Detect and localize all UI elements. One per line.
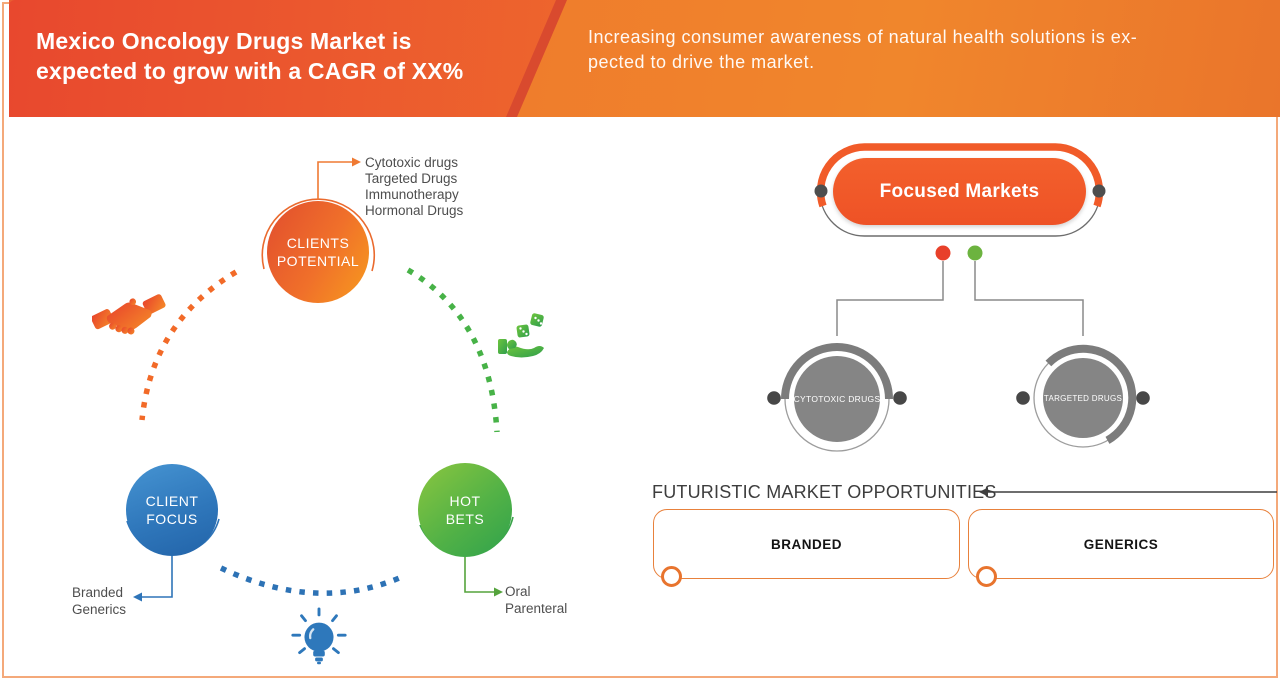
drug-list-item: Hormonal Drugs <box>365 203 464 218</box>
page-title-line2: expected to grow with a CAGR of XX% <box>36 58 464 84</box>
targeted-node-ring <box>1016 344 1150 448</box>
tree-connectors <box>836 245 1084 336</box>
drug-list-item: Cytotoxic drugs <box>365 155 459 170</box>
dotted-arc-blue <box>219 565 406 596</box>
cytotoxic-node-ring <box>767 343 907 452</box>
handshake-icon <box>92 294 166 335</box>
circle-client-focus: CLIENT FOCUS <box>126 464 218 556</box>
drug-list-item: Immunotherapy <box>365 187 459 202</box>
circle-clients-potential-label: CLIENTS POTENTIAL <box>276 235 360 269</box>
drug-list-item: Targeted Drugs <box>365 171 458 186</box>
connector-hot-bets <box>464 557 503 597</box>
hot-bets-callout-line1: Oral <box>505 584 531 599</box>
opportunity-box-generics-label: GENERICS <box>1083 536 1159 552</box>
hand-with-dice-icon <box>498 313 544 358</box>
page-title-line1: Mexico Oncology Drugs Market is <box>36 28 412 54</box>
node-cytotoxic-drugs-label: CYTOTOXIC DRUGS <box>793 394 881 404</box>
header-subtitle-line2: pected to drive the market. <box>588 52 815 72</box>
futuristic-opportunities-heading: FUTURISTIC MARKET OPPORTUNITIES <box>652 482 997 502</box>
header-subtitle: Increasing consumer awareness of natural… <box>588 25 1137 75</box>
red-branch-dot <box>935 245 951 261</box>
focused-markets-ring <box>814 143 1106 237</box>
header-banner: Mexico Oncology Drugs Market is expected… <box>9 0 1280 117</box>
header-left-panel <box>9 0 556 117</box>
circle-clients-potential: CLIENTS POTENTIAL <box>267 201 369 303</box>
connector-client-focus <box>133 556 173 602</box>
client-focus-callout-line2: Generics <box>72 602 127 617</box>
opportunity-box-branded-label: BRANDED <box>771 536 842 552</box>
dotted-arc-green <box>406 267 500 433</box>
hot-bets-callout: Oral Parenteral <box>505 583 567 617</box>
clients-potential-drug-list: Cytotoxic drugs Targeted Drugs Immunothe… <box>365 155 463 219</box>
circle-hot-bets: HOT BETS <box>418 463 512 557</box>
node-targeted-drugs: TARGETED DRUGS <box>1043 358 1123 438</box>
branded-box-corner-dot <box>661 566 682 587</box>
circle-hot-bets-label: HOT BETS <box>445 493 485 527</box>
focused-markets-pill: Focused Markets <box>833 158 1086 225</box>
header-subtitle-line1: Increasing consumer awareness of natural… <box>588 27 1138 47</box>
node-targeted-drugs-label: TARGETED DRUGS <box>1043 393 1123 403</box>
generics-box-corner-dot <box>976 566 997 587</box>
client-focus-callout: Branded Generics <box>72 584 126 618</box>
green-branch-dot <box>967 245 983 261</box>
heading-arrow <box>979 487 1277 497</box>
connector-clients-potential <box>317 157 361 200</box>
page-title: Mexico Oncology Drugs Market is expected… <box>36 26 463 86</box>
client-focus-callout-line1: Branded <box>72 585 124 600</box>
opportunity-box-branded: BRANDED <box>653 509 960 579</box>
node-cytotoxic-drugs: CYTOTOXIC DRUGS <box>794 356 880 442</box>
lightbulb-icon <box>291 607 347 665</box>
focused-markets-label: Focused Markets <box>879 180 1040 202</box>
hot-bets-callout-line2: Parenteral <box>505 601 568 616</box>
opportunity-box-generics: GENERICS <box>968 509 1274 579</box>
circle-client-focus-label: CLIENT FOCUS <box>145 493 199 527</box>
